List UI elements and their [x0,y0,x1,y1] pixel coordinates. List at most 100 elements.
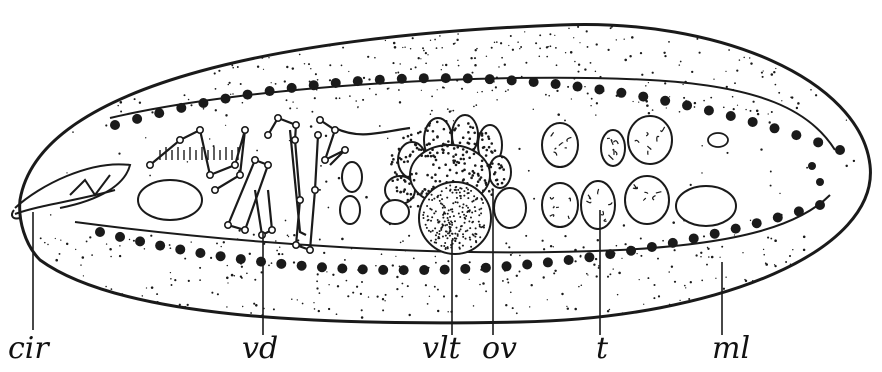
stipple-dot [255,304,258,307]
stipple-dot [703,100,705,102]
stipple-dot [396,276,398,278]
vit-dot [396,178,399,181]
stipple-dot [852,299,853,300]
label-ov: ov [482,334,517,364]
vit-dot [396,190,399,193]
stipple-dot [410,68,412,70]
stipple-dot [81,57,83,59]
stipple-dot [368,296,369,297]
muscle-dot [710,229,720,239]
muscle-dot [441,73,451,83]
ovary-dot [445,230,447,232]
stipple-dot [279,246,280,247]
stipple-dot [170,278,172,280]
vit-dot [472,170,475,173]
stipple-dot [803,236,806,239]
stipple-dot [297,299,298,300]
ovary-dot [440,245,442,247]
ovary-dot [454,233,456,235]
muscle-dot [773,212,783,222]
stipple-dot [408,235,410,237]
stipple-dot [45,266,47,268]
ovary-dot [472,233,474,235]
stipple-dot [246,25,247,26]
stipple-dot [135,25,136,26]
stipple-dot [274,39,276,41]
stipple-dot [863,241,865,243]
stipple-dot [545,94,547,96]
muscle-dot [815,200,825,210]
stipple-dot [146,74,147,75]
vit-dot [481,168,484,171]
muscle-dot [668,238,678,248]
vit-dot [428,124,431,127]
stipple-dot [554,35,555,36]
stipple-dot [276,250,278,252]
stipple-dot [775,84,777,86]
vit-dot [468,137,471,140]
stipple-dot [674,314,676,316]
stipple-dot [547,299,548,300]
stipple-dot [218,70,220,72]
stipple-dot [320,165,322,167]
vit-dot [473,143,476,146]
stipple-dot [22,244,24,246]
stipple-dot [750,62,752,64]
stipple-dot [640,255,642,257]
stipple-dot [286,99,288,101]
stipple-dot [191,241,192,242]
stipple-dot [317,79,319,81]
stipple-dot [246,21,248,23]
ovary-dot [468,220,470,222]
ovary-dot [428,219,430,221]
stipple-dot [310,125,313,128]
muscle-dot [605,249,615,259]
stipple-dot [405,31,406,32]
stipple-dot [316,287,318,289]
stipple-dot [286,66,288,68]
stipple-dot [685,316,687,318]
stipple-dot [273,23,274,24]
stipple-dot [836,288,839,291]
stipple-dot [192,42,194,44]
vit-dot [423,188,426,191]
ovary-dot [430,240,432,242]
stipple-dot [80,264,81,265]
stipple-dot [187,161,188,162]
ovary-dot [462,233,464,235]
stipple-dot [810,89,812,91]
small-body-upper [342,162,362,192]
stipple-dot [99,303,101,305]
stipple-dot [95,25,98,28]
stipple-dot [99,60,100,61]
stipple-dot [215,88,217,90]
muscle-dot [573,82,583,92]
vit-dot [406,193,409,196]
stipple-dot [776,34,778,36]
ovary-dot [441,198,443,200]
ovary-dot [431,216,433,218]
ovary-dot [480,212,482,214]
stipple-dot [296,108,297,109]
stipple-dot [813,20,815,22]
stipple-dot [216,242,218,244]
vit-dot [501,156,504,159]
vd-bead [212,187,218,193]
stipple-dot [587,46,589,48]
stipple-dot [257,65,259,67]
stipple-dot [129,88,131,90]
vit-dot [410,139,413,142]
stipple-dot [45,290,46,291]
stipple-dot [163,50,165,52]
ovary-dot [451,224,453,226]
vit-dot [485,149,488,152]
vit-dot [456,161,459,164]
vit-dot [472,148,475,151]
stipple-dot [319,239,321,241]
ovary-dot [422,214,424,216]
ovary-dot [426,205,428,207]
stipple-dot [328,284,329,285]
stipple-dot [486,24,488,26]
stipple-dot [22,77,23,78]
stipple-dot [814,78,816,80]
